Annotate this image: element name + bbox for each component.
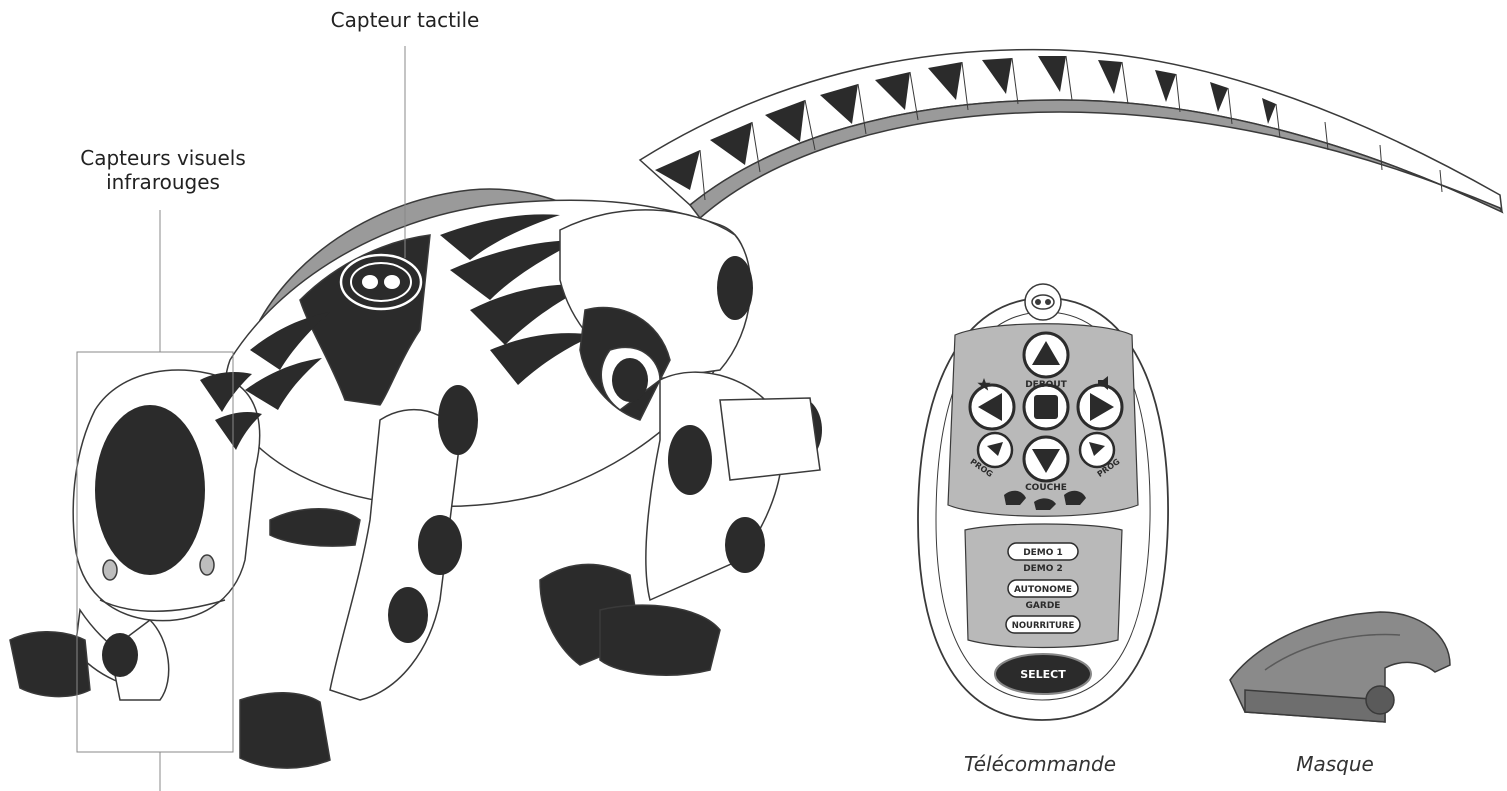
remote-down-label: COUCHE bbox=[1025, 483, 1067, 493]
remote-left-button[interactable] bbox=[970, 385, 1014, 429]
robot-head bbox=[73, 370, 262, 690]
mask-caption: Masque bbox=[1280, 752, 1390, 776]
remote-demo1-label: DEMO 1 bbox=[1023, 548, 1063, 558]
remote-right-button[interactable] bbox=[1078, 385, 1122, 429]
remote-up-label: DEBOUT bbox=[1025, 380, 1067, 390]
ir-sensors-label-line1: Capteurs visuels bbox=[68, 146, 258, 170]
remote-demo2-label: DEMO 2 bbox=[1023, 564, 1063, 574]
remote-autonome-label: AUTONOME bbox=[1014, 585, 1072, 595]
remote-nourriture-label: NOURRITURE bbox=[1012, 621, 1075, 631]
remote-caption: Télécommande bbox=[950, 752, 1130, 776]
remote-prog-left-button[interactable] bbox=[978, 433, 1012, 467]
remote-up-button[interactable] bbox=[1024, 333, 1068, 377]
remote-down-button[interactable] bbox=[1024, 437, 1068, 481]
remote-stop-button[interactable] bbox=[1024, 385, 1068, 429]
ir-sensors-label-line2: infrarouges bbox=[68, 170, 258, 194]
ir-sensors-label: Capteurs visuels infrarouges bbox=[68, 146, 258, 194]
remote-logo-icon bbox=[1025, 284, 1061, 320]
robot-tail bbox=[640, 50, 1502, 218]
stop-icon bbox=[1034, 395, 1058, 419]
touch-sensor-label: Capteur tactile bbox=[315, 8, 495, 32]
remote-garde-label: GARDE bbox=[1026, 601, 1061, 611]
remote-select-label: SELECT bbox=[1020, 668, 1066, 681]
mask-accessory bbox=[1230, 612, 1450, 722]
